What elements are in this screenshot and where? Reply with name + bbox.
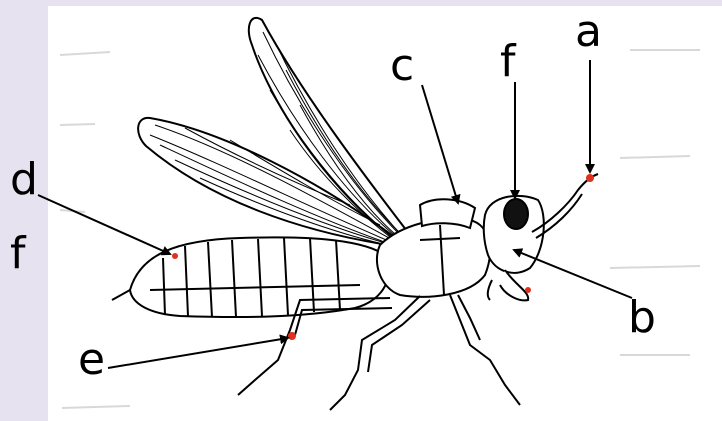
arrow-e <box>108 338 288 368</box>
arrow-c <box>422 85 458 203</box>
compound-eye <box>504 199 528 229</box>
label-c: c <box>390 44 414 88</box>
label-b: b <box>628 296 656 340</box>
arrow-d <box>38 195 170 254</box>
label-a: a <box>575 10 602 54</box>
head <box>484 196 544 300</box>
label-e: e <box>78 338 105 382</box>
label-d: d <box>10 158 38 202</box>
label-f-left: f <box>10 232 26 276</box>
label-f-top: f <box>500 40 516 84</box>
abdomen <box>112 237 389 317</box>
arrow-b <box>514 250 632 298</box>
